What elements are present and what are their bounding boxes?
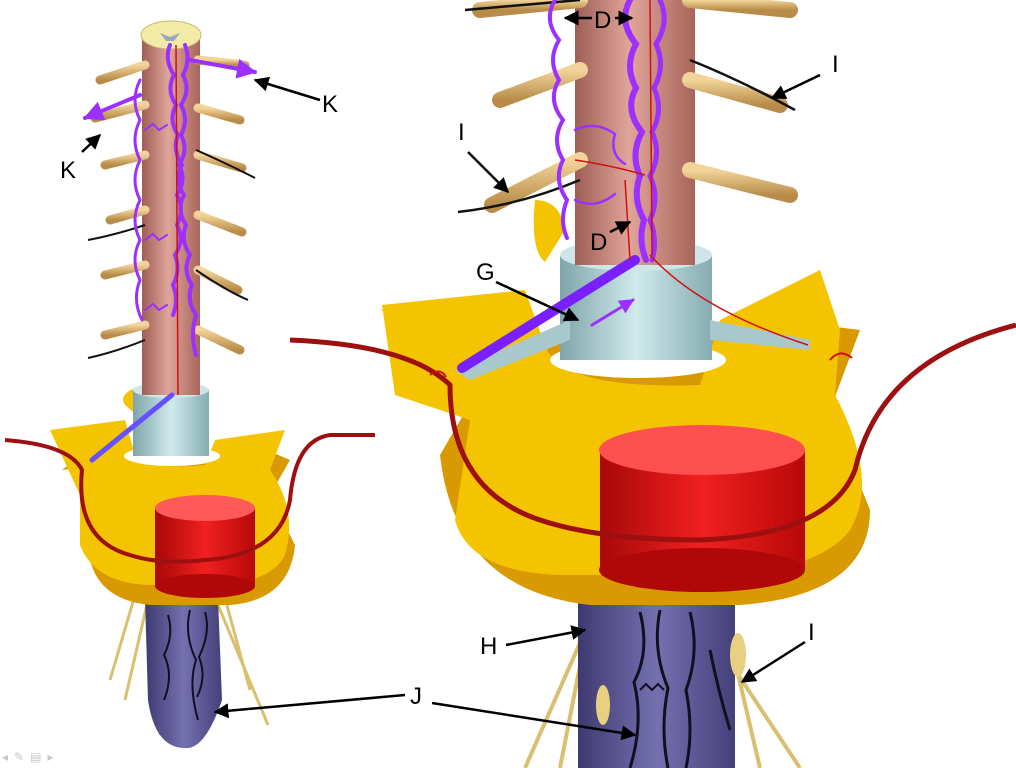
left-cauda-equina [108,594,270,749]
right-figure [289,0,1016,768]
label-k-right: K [322,91,338,118]
left-segmental-artery [4,433,375,564]
left-nerve-fibers [87,149,256,359]
slide-controls: ◂ ✎ ▤ ▸ [2,750,53,764]
label-i-lower-right: I [808,619,815,646]
labels: K K D D I I G H I J [60,7,839,710]
right-nerve-fibers [457,0,796,214]
right-anterior-spinal-artery [574,0,809,346]
label-d-top: D [594,7,611,34]
previous-slide-icon[interactable]: ◂ [2,750,9,764]
label-i-left: I [458,119,465,146]
left-vertebral-body [155,495,255,598]
menu-icon[interactable]: ▤ [30,750,42,764]
right-veins [457,0,667,373]
right-cauda-equina [523,600,802,768]
right-artery-loops [429,352,853,378]
left-figure [4,20,375,749]
left-anterior-spinal-artery [175,44,179,396]
pen-icon[interactable]: ✎ [14,750,25,764]
right-vertebral-body [599,425,805,592]
left-veins [83,43,257,463]
right-segmental-artery [289,322,1016,543]
label-k-left: K [60,157,76,184]
label-i-upper-right: I [832,51,839,78]
label-leaders [81,10,821,741]
label-d-mid: D [590,229,607,256]
next-slide-icon[interactable]: ▸ [47,750,54,764]
label-h: H [480,633,497,660]
label-j: J [410,683,422,710]
label-g: G [476,259,495,286]
